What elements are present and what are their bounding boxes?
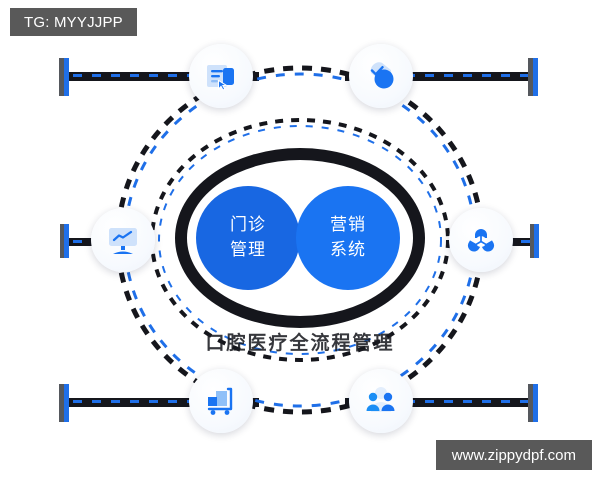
rail-endcap-top-right (528, 58, 538, 96)
node-members[interactable] (349, 369, 413, 433)
monitor-chart-icon (109, 228, 137, 254)
watermark: www.zippydpf.com (435, 440, 592, 470)
node-form-entry[interactable] (189, 44, 253, 108)
node-network[interactable] (449, 208, 513, 272)
tg-badge: TG: MYYJJPP (10, 8, 137, 36)
center-circle-marketing-line1: 营销 (330, 215, 366, 235)
rail-endcap-bottom-left (59, 384, 69, 422)
rail-stub-middle-left (60, 224, 69, 258)
users-icon (366, 387, 395, 412)
center-circle-outpatient[interactable]: 门诊 管理 (196, 186, 300, 290)
center-circle-marketing[interactable]: 营销 系统 (296, 186, 400, 290)
rail-middle-right (498, 238, 534, 246)
node-inventory[interactable] (189, 369, 253, 433)
document-cursor-icon (207, 65, 234, 91)
node-analytics[interactable] (91, 208, 155, 272)
rail-endcap-bottom-right (528, 384, 538, 422)
rail-dashes (502, 240, 530, 243)
node-pharmacy[interactable] (349, 44, 413, 108)
rail-middle-left (69, 238, 105, 246)
center-circle-outpatient-line2: 管理 (230, 240, 266, 259)
capsule-check-icon (370, 62, 394, 89)
center-caption: 口腔医疗全流程管理 (205, 333, 395, 354)
rail-dashes (73, 240, 101, 243)
center-circle-outpatient-line1: 门诊 (230, 215, 266, 235)
share-nodes-icon (467, 229, 495, 252)
rail-endcap-top-left (59, 58, 69, 96)
trolley-icon (207, 387, 233, 415)
center-circle-marketing-line2: 系统 (330, 240, 366, 259)
rail-stub-middle-right (530, 224, 539, 258)
